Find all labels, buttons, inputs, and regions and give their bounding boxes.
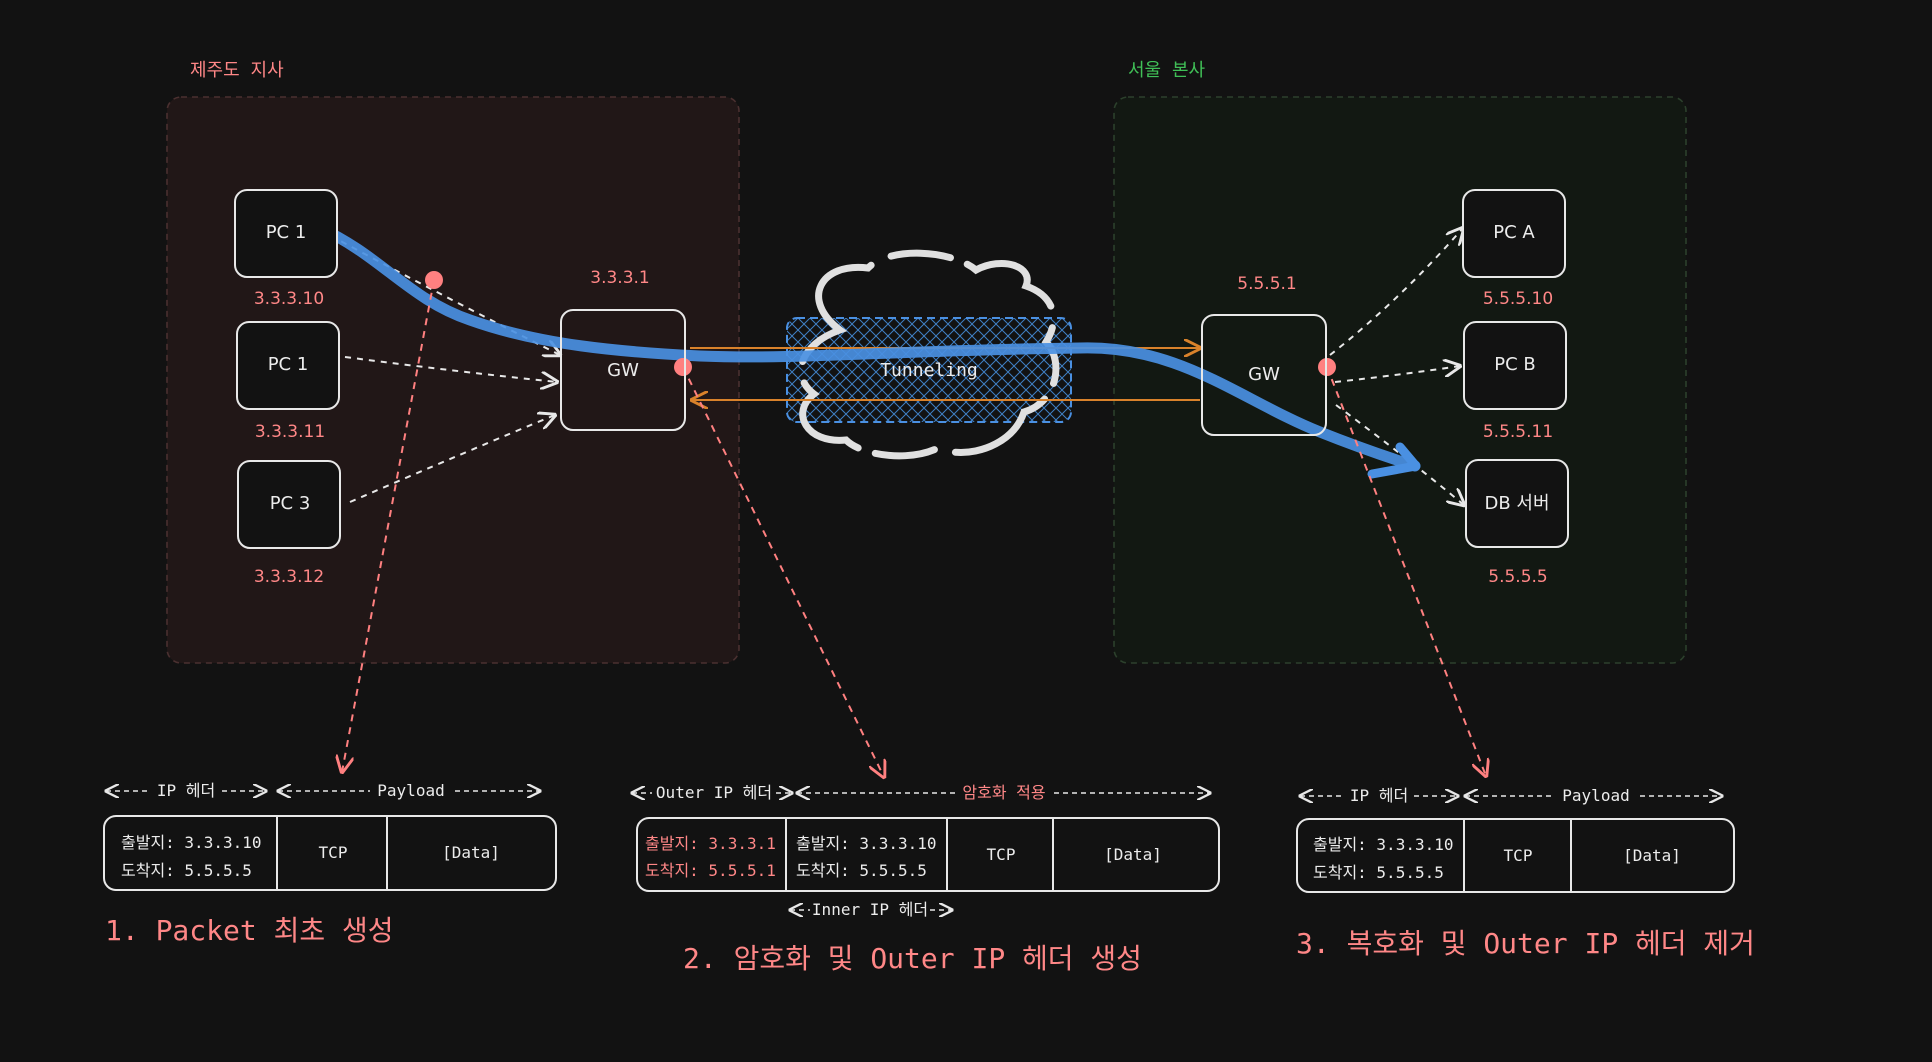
node-gw-right-label: GW <box>1248 364 1280 385</box>
packet-1: IP 헤더 Payload 출발지: 3.3.3.10 도착지: 5.5.5.5… <box>103 781 557 947</box>
marker-2 <box>674 358 692 376</box>
node-pcb-ip: 5.5.5.11 <box>1483 422 1553 442</box>
seoul-hq-label: 서울 본사 <box>1128 60 1206 81</box>
packet-2-spans <box>632 793 1210 910</box>
node-db-label: DB 서버 <box>1484 493 1549 514</box>
tunnel: Tunneling <box>786 249 1072 460</box>
node-pc3-ip: 3.3.3.12 <box>254 567 324 587</box>
tunnel-zone <box>786 317 1072 423</box>
node-db-server: DB 서버 5.5.5.5 <box>1465 459 1569 587</box>
node-pca: PC A 5.5.5.10 <box>1462 189 1566 309</box>
packet-3: IP 헤더 Payload 출발지: 3.3.3.10 도착지: 5.5.5.5… <box>1296 786 1755 960</box>
packet-2-outer-dst: 도착지: 5.5.5.1 <box>645 861 776 880</box>
packet-2-src: 출발지: 3.3.3.10 <box>796 834 937 853</box>
node-gw-left-label: GW <box>607 360 639 381</box>
packet-2-enc-label: 암호화 적용 <box>962 783 1045 802</box>
link-gw-pcb <box>1334 366 1460 383</box>
node-pca-ip: 5.5.5.10 <box>1483 289 1553 309</box>
packet-1-proto: TCP <box>319 843 348 862</box>
packet-3-frame <box>1296 818 1735 893</box>
packet-3-proto: TCP <box>1504 846 1533 865</box>
cloud-shape <box>797 249 1060 460</box>
link-pc3-gw <box>349 415 555 503</box>
node-pc1b-ip: 3.3.3.11 <box>255 422 325 442</box>
node-pca-label: PC A <box>1493 222 1535 243</box>
packet-1-title: 1. Packet 최초 생성 <box>105 914 393 947</box>
node-pc1b: PC 1 3.3.3.11 <box>236 321 340 442</box>
node-pc3: PC 3 3.3.3.12 <box>237 460 341 587</box>
packet-2-dst: 도착지: 5.5.5.5 <box>796 861 927 880</box>
callout-3 <box>1326 366 1486 776</box>
callout-1 <box>342 279 435 772</box>
packet-3-title: 3. 복호화 및 Outer IP 헤더 제거 <box>1296 927 1755 960</box>
packet-2-proto: TCP <box>987 845 1016 864</box>
node-pc1b-label: PC 1 <box>268 354 309 375</box>
node-gw-left-ip: 3.3.3.1 <box>590 268 649 288</box>
packet-3-payload-label: Payload <box>1562 786 1629 805</box>
packet-2-outer-label: Outer IP 헤더 <box>656 783 772 802</box>
callout-2 <box>682 366 884 777</box>
node-pc1a: PC 1 3.3.3.10 <box>234 189 338 309</box>
packet-1-header-label: IP 헤더 <box>157 781 215 800</box>
packet-3-header-label: IP 헤더 <box>1350 786 1408 805</box>
tunnel-label: Tunneling <box>880 360 978 381</box>
link-gw-pca <box>1329 228 1463 356</box>
seoul-hq-region: 서울 본사 <box>1113 60 1687 664</box>
node-gw-left: GW 3.3.3.1 <box>560 268 686 431</box>
packet-1-data: [Data] <box>442 843 500 862</box>
callout-lines <box>342 279 1486 777</box>
packet-2-title: 2. 암호화 및 Outer IP 헤더 생성 <box>683 942 1142 975</box>
node-pcb-label: PC B <box>1494 354 1536 375</box>
node-pc3-label: PC 3 <box>270 493 311 514</box>
packet-1-frame <box>103 815 557 891</box>
node-gw-right: GW 5.5.5.1 <box>1201 274 1327 436</box>
packet-3-dst: 도착지: 5.5.5.5 <box>1313 863 1444 882</box>
link-pc1b-gw <box>344 356 557 382</box>
packet-1-dst: 도착지: 5.5.5.5 <box>121 861 252 880</box>
packet-2-outer-src: 출발지: 3.3.3.1 <box>645 834 776 853</box>
packet-flow-arrowhead <box>1367 442 1421 479</box>
packet-1-payload-label: Payload <box>377 781 444 800</box>
node-pc1a-label: PC 1 <box>266 222 307 243</box>
packet-2: Outer IP 헤더 암호화 적용 출발지: 3.3.3.1 도착지: 5.5… <box>632 783 1220 975</box>
packet-2-data: [Data] <box>1104 845 1162 864</box>
node-pcb: PC B 5.5.5.11 <box>1463 321 1567 442</box>
packet-1-src: 출발지: 3.3.3.10 <box>121 833 262 852</box>
node-pc1a-ip: 3.3.3.10 <box>254 289 324 309</box>
packet-3-data: [Data] <box>1623 846 1681 865</box>
jeju-branch-label: 제주도 지사 <box>190 60 284 81</box>
packet-2-inner-label: Inner IP 헤더 <box>812 900 928 919</box>
packet-2-frame <box>636 817 1220 892</box>
node-db-ip: 5.5.5.5 <box>1488 567 1547 587</box>
packet-3-src: 출발지: 3.3.3.10 <box>1313 835 1454 854</box>
node-gw-right-ip: 5.5.5.1 <box>1237 274 1296 294</box>
packet-flow-path <box>314 222 1421 472</box>
marker-1 <box>425 271 443 289</box>
